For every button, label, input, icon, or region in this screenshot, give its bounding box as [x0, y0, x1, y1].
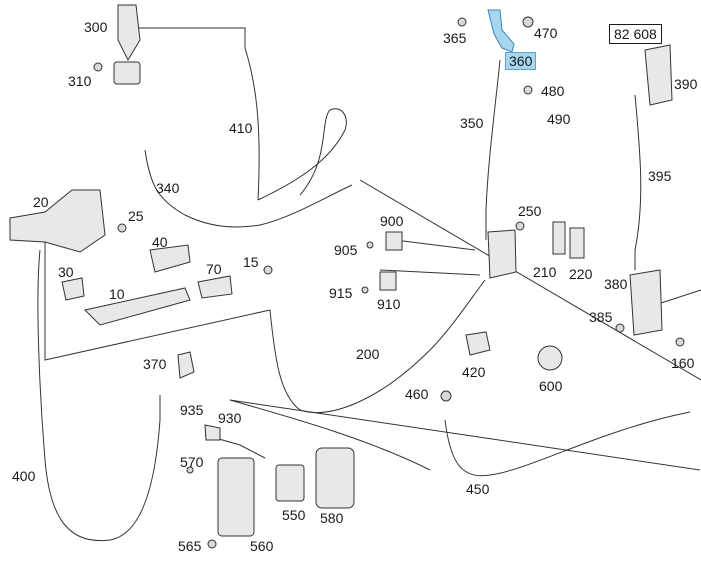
nut-470 — [522, 16, 534, 28]
callout-460: 460 — [405, 386, 429, 402]
cable-200 — [269, 279, 486, 413]
callout-360: 360 — [505, 52, 537, 70]
callout-490: 490 — [547, 111, 571, 127]
callout-385: 385 — [589, 309, 613, 325]
callout-390: 390 — [674, 76, 698, 92]
callout-250: 250 — [518, 203, 542, 219]
callout-40: 40 — [152, 234, 168, 250]
callout-420: 420 — [462, 364, 486, 380]
callout-340: 340 — [156, 180, 180, 196]
callout-160: 160 — [671, 355, 695, 371]
cover-40 — [149, 244, 191, 273]
callout-70: 70 — [206, 261, 222, 277]
callout-550: 550 — [282, 507, 306, 523]
callout-10: 10 — [109, 286, 125, 302]
handle-carrier-20 — [9, 189, 106, 253]
cable-410 — [257, 108, 347, 201]
callout-905: 905 — [334, 242, 358, 258]
leader-910 — [379, 269, 481, 276]
callout-365: 365 — [443, 30, 467, 46]
screw-565 — [207, 539, 217, 549]
plug-600 — [537, 345, 563, 371]
screw-160 — [675, 337, 685, 347]
callout-15: 15 — [243, 254, 259, 270]
callout-480: 480 — [541, 83, 565, 99]
callout-380: 380 — [604, 276, 628, 292]
callout-210: 210 — [533, 264, 557, 280]
bracket-580 — [315, 447, 355, 509]
cable-350 — [485, 59, 501, 240]
cable-450 — [444, 411, 691, 477]
callout-20: 20 — [33, 194, 49, 210]
part-370 — [177, 351, 195, 379]
bracket-300 — [117, 4, 141, 62]
part-930 — [204, 424, 221, 441]
screw-905 — [366, 241, 374, 249]
release-lever-360 — [487, 9, 515, 53]
part-550 — [275, 464, 305, 502]
screw-365 — [457, 17, 467, 27]
callout-310: 310 — [68, 73, 92, 89]
bolt-460 — [440, 390, 452, 402]
screw-915 — [361, 286, 369, 294]
part-210 — [552, 221, 566, 255]
clip-420 — [465, 331, 491, 356]
screw-250 — [515, 221, 525, 231]
callout-600: 600 — [539, 378, 563, 394]
leader-900 — [394, 239, 476, 251]
screw-25 — [117, 223, 127, 233]
callout-935: 935 — [180, 402, 204, 418]
screw-480 — [523, 85, 533, 95]
cap-70 — [197, 275, 233, 299]
leader-410 — [244, 47, 260, 201]
cable-400 — [37, 249, 161, 542]
screw-15 — [263, 265, 273, 275]
screw-385 — [615, 323, 625, 333]
callout-570: 570 — [180, 454, 204, 470]
callout-25: 25 — [128, 208, 144, 224]
screw-570 — [186, 466, 194, 474]
leader-200-diagonal — [229, 399, 431, 471]
callout-350: 350 — [460, 115, 484, 131]
latch-380 — [629, 269, 663, 336]
callout-470: 470 — [534, 25, 558, 41]
reference-number-box: 82 608 — [609, 24, 662, 44]
leader-box-lower — [44, 240, 271, 361]
callout-450: 450 — [466, 481, 490, 497]
callout-910: 910 — [377, 296, 401, 312]
callout-395: 395 — [648, 168, 672, 184]
part-910 — [379, 271, 397, 291]
frame-lower — [229, 399, 701, 471]
cap-30 — [61, 277, 85, 301]
callout-900: 900 — [380, 213, 404, 229]
part-900 — [385, 231, 403, 251]
callout-300: 300 — [84, 19, 108, 35]
screw-310 — [93, 62, 103, 72]
callout-930: 930 — [218, 410, 242, 426]
callout-410: 410 — [229, 120, 253, 136]
cable-340 — [144, 149, 353, 228]
plate-310 — [113, 61, 141, 85]
callout-400: 400 — [12, 468, 36, 484]
leader-main — [359, 179, 701, 381]
callout-580: 580 — [320, 510, 344, 526]
lock-unit-800 — [487, 229, 517, 279]
callout-565: 565 — [178, 538, 202, 554]
latch-390 — [644, 44, 673, 106]
callout-220: 220 — [569, 266, 593, 282]
callout-560: 560 — [250, 538, 274, 554]
callout-200: 200 — [356, 346, 380, 362]
plate-560 — [217, 457, 255, 537]
handle-10 — [84, 287, 191, 326]
leader-300 — [130, 27, 246, 48]
callout-30: 30 — [58, 264, 74, 280]
cable-395 — [634, 94, 642, 270]
callout-370: 370 — [143, 356, 167, 372]
part-220 — [569, 227, 585, 259]
callout-915: 915 — [329, 285, 353, 301]
frame-right — [654, 289, 701, 306]
